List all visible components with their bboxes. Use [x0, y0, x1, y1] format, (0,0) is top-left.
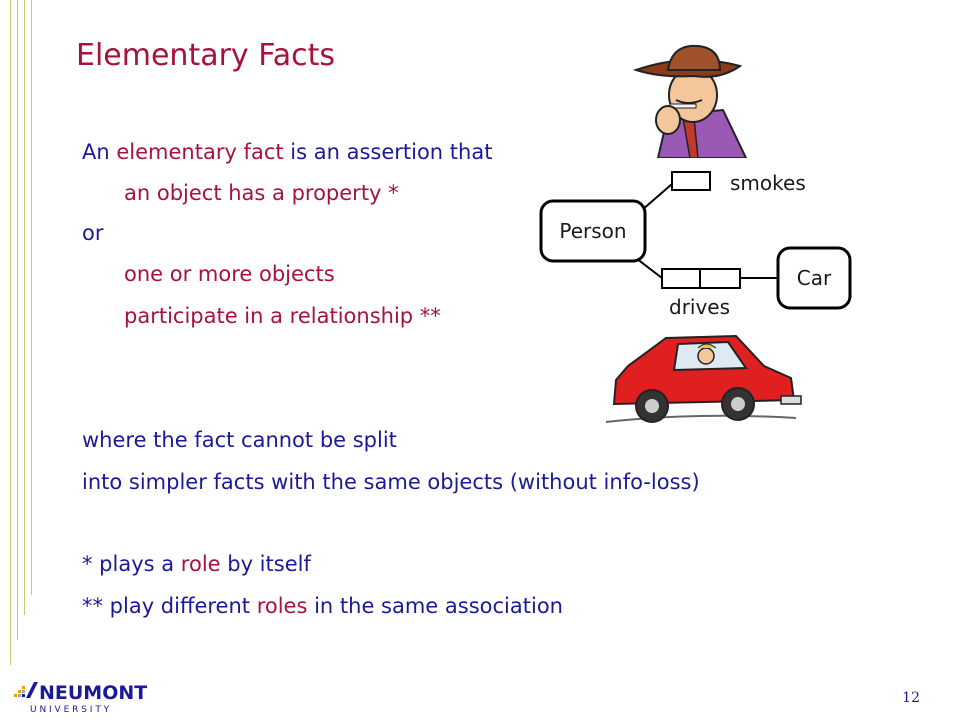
- rule-line-2: [17, 0, 18, 640]
- body-line-2: an object has a property *: [124, 181, 399, 205]
- term-elementary-fact: elementary fact: [116, 140, 284, 164]
- term-roles: roles: [256, 594, 308, 618]
- rule-line-1: [10, 0, 11, 665]
- page-number: 12: [902, 690, 920, 706]
- logo-sub: U N I V E R S I T Y: [30, 705, 110, 715]
- entity-person-label: Person: [559, 219, 626, 243]
- role-box-drives-2: [699, 268, 741, 289]
- orm-diagram: Person smokes drives Car: [539, 171, 852, 319]
- body-line-5: participate in a relationship **: [124, 304, 441, 328]
- body-line-4: one or more objects: [124, 262, 335, 286]
- entity-person-box: [539, 199, 647, 263]
- role-box-smokes: [671, 171, 711, 191]
- term-role: role: [180, 552, 221, 576]
- rule-line-3: [24, 0, 25, 615]
- smoker-clipart: [632, 44, 748, 158]
- car-clipart: [605, 334, 802, 423]
- logo-mark: NEUMONT U N I V E R S I T Y: [14, 682, 147, 715]
- body-line-6: where the fact cannot be split: [82, 428, 397, 452]
- fact-smokes-label: smokes: [730, 171, 806, 195]
- role-box-drives-1: [661, 268, 701, 289]
- body-line-7: into simpler facts with the same objects…: [82, 470, 700, 494]
- fact-drives-label: drives: [669, 295, 730, 319]
- rule-line-4: [31, 0, 32, 595]
- slide-title: Elementary Facts: [76, 38, 335, 73]
- body-line-1: An elementary fact is an assertion that: [82, 140, 493, 164]
- body-line-3: or: [82, 221, 104, 245]
- entity-car-box: [776, 246, 852, 310]
- body-line-9: ** play different roles in the same asso…: [82, 594, 563, 618]
- logo-name: NEUMONT: [39, 682, 147, 704]
- neumont-logo: NEUMONT U N I V E R S I T Y: [14, 680, 174, 720]
- connector-smokes: [641, 183, 673, 211]
- entity-car-label: Car: [797, 266, 832, 290]
- body-line-8: * plays a role by itself: [82, 552, 311, 576]
